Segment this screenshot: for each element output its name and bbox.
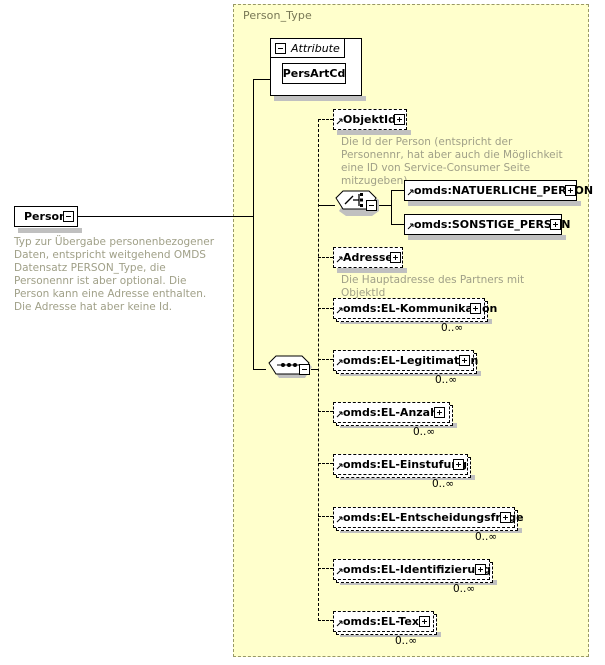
element-el-text[interactable]: omds:EL-Text [333,611,434,632]
connector-branch-legitimation [318,359,333,360]
element-el-text-label: omds:EL-Text [343,615,425,628]
connector-to-sequence [253,369,266,370]
element-el-anzahl-label: omds:EL-Anzahl [343,406,442,419]
el-legitimation-ref-arrow-icon [336,358,344,366]
natuerliche-person-shadow [408,201,581,206]
attribute-group-header[interactable]: Attribute [270,38,345,58]
connector-person-to-branch [78,216,253,217]
el-text-ref-arrow-icon [336,619,344,627]
connector-choice-out [378,205,391,206]
element-el-einstufung[interactable]: omds:EL-Einstufung [333,454,468,475]
connector-branch-choice [318,205,335,206]
el-text-occurrence: 0..∞ [395,635,418,647]
attribute-group-shadow [274,96,366,101]
element-el-identifizierung[interactable]: omds:EL-Identifizierung [333,559,491,580]
connector-branch-text [318,620,333,621]
el-anzahl-expand-icon[interactable] [434,407,445,418]
connector-branch-einstufung [318,463,333,464]
element-natuerliche-person[interactable]: omds:NATUERLICHE_PERSON [404,180,593,201]
element-el-identifizierung-label: omds:EL-Identifizierung [343,563,491,576]
connector-branch-objektid [318,119,333,120]
natuerliche-person-expand-icon[interactable] [565,185,576,196]
element-objektid[interactable]: ObjektId [333,109,407,130]
objektid-documentation: Die Id der Person (entspricht der Person… [341,136,563,187]
el-einstufung-expand-icon[interactable] [453,459,464,470]
el-einstufung-occurrence: 0..∞ [432,478,455,490]
connector-choice-option-2 [391,224,404,225]
el-kommunikation-ref-arrow-icon [336,306,344,314]
adresse-ref-arrow-icon [336,255,344,263]
person-collapse-icon[interactable] [63,211,74,222]
element-natuerliche-person-label: omds:NATUERLICHE_PERSON [414,184,594,197]
sonstige-person-shadow [408,235,566,240]
connector-spine [318,119,319,621]
el-einstufung-ref-arrow-icon [336,462,344,470]
el-anzahl-occurrence: 0..∞ [413,426,436,438]
el-kommunikation-expand-icon[interactable] [470,303,481,314]
complex-type-panel [233,4,589,657]
element-objektid-label: ObjektId [343,113,396,126]
el-entscheidungsfrage-expand-icon[interactable] [500,512,511,523]
element-sonstige-person-label: omds:SONSTIGE_PERSON [414,218,571,231]
connector-branch-adresse [318,257,333,258]
objektid-expand-icon[interactable] [394,114,405,125]
element-sonstige-person[interactable]: omds:SONSTIGE_PERSON [404,214,570,235]
person-documentation: Typ zur Übergabe personenbezogener Daten… [14,236,215,313]
element-el-einstufung-label: omds:EL-Einstufung [343,458,468,471]
element-el-legitimation[interactable]: omds:EL-Legitimation [333,350,478,371]
attribute-group-collapse-icon[interactable] [275,43,286,54]
connector-branch-identifizierung [318,568,333,569]
el-identifizierung-expand-icon[interactable] [475,564,486,575]
element-person-label: Person [24,210,67,223]
connector-choice-spine [391,190,392,225]
element-el-entscheidungsfrage[interactable]: omds:EL-Entscheidungsfrage [333,507,524,528]
connector-to-attribute-group [253,79,270,80]
connector-trunk-down-to-sequence [253,216,254,369]
el-identifizierung-ref-arrow-icon [336,567,344,575]
choice-collapse-icon[interactable] [366,200,377,211]
complex-type-title: Person_Type [243,9,312,22]
element-adresse-label: Adresse [343,251,393,264]
element-el-legitimation-label: omds:EL-Legitimation [343,354,479,367]
attribute-persartcd-label: PersArtCd [282,67,346,80]
element-el-kommunikation-label: omds:EL-Kommunikation [343,302,498,315]
connector-branch-anzahl [318,411,333,412]
el-legitimation-expand-icon[interactable] [459,355,470,366]
element-el-kommunikation[interactable]: omds:EL-Kommunikation [333,298,497,319]
adresse-documentation: Die Hauptadresse des Partners mit Objekt… [341,274,525,299]
natuerliche-person-ref-arrow-icon [407,188,415,196]
connector-trunk-up-to-attribute [253,79,254,217]
el-entscheidungsfrage-occurrence: 0..∞ [475,531,498,543]
attribute-group-label: Attribute [291,41,340,55]
objektid-ref-arrow-icon [336,117,344,125]
connector-branch-kommunikation [318,308,333,309]
element-adresse[interactable]: Adresse [333,247,403,268]
el-legitimation-occurrence: 0..∞ [435,374,458,386]
element-person[interactable]: Person [14,206,78,227]
attribute-persartcd[interactable]: PersArtCd [282,63,346,84]
el-identifizierung-occurrence: 0..∞ [453,583,476,595]
el-kommunikation-occurrence: 0..∞ [441,322,464,334]
person-box-shadow [18,228,82,233]
connector-branch-entscheidungsfrage [318,516,333,517]
el-entscheidungsfrage-ref-arrow-icon [336,515,344,523]
objektid-shadow [337,130,411,135]
connector-sequence-out [311,369,319,370]
sequence-collapse-icon[interactable] [299,364,310,375]
connector-choice-option-1 [391,190,404,191]
element-el-entscheidungsfrage-label: omds:EL-Entscheidungsfrage [343,511,524,524]
sonstige-person-expand-icon[interactable] [550,219,561,230]
adresse-expand-icon[interactable] [390,252,401,263]
element-el-anzahl[interactable]: omds:EL-Anzahl [333,402,450,423]
adresse-shadow [337,268,407,273]
el-anzahl-ref-arrow-icon [336,410,344,418]
sonstige-person-ref-arrow-icon [407,222,415,230]
el-text-expand-icon[interactable] [419,616,430,627]
